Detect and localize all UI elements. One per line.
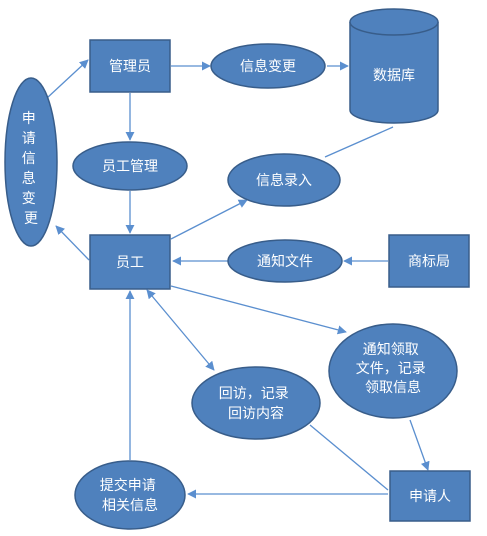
edges bbox=[46, 59, 430, 499]
notify-collect-line: 文件，记录 bbox=[356, 361, 426, 377]
node-staff-manage: 员工管理 bbox=[72, 141, 188, 191]
node-notify-file-label: 通知文件 bbox=[257, 253, 313, 270]
node-applicant-label: 申请人 bbox=[409, 489, 451, 505]
apply-change-line: 请 bbox=[22, 131, 36, 147]
apply-change-line: 申 bbox=[22, 111, 36, 127]
node-staff: 员工 bbox=[89, 234, 171, 290]
node-submit-apply-label: 提交申请 相关信息 bbox=[100, 477, 160, 514]
node-staff-manage-label: 员工管理 bbox=[102, 159, 158, 175]
node-info-entry-label: 信息录入 bbox=[256, 172, 312, 189]
submit-apply-line: 相关信息 bbox=[102, 497, 158, 514]
edge-info-entry-to-database bbox=[324, 126, 394, 158]
node-info-change-label: 信息变更 bbox=[240, 58, 296, 75]
submit-apply-line: 提交申请 bbox=[100, 477, 156, 494]
node-staff-label: 员工 bbox=[116, 255, 144, 271]
node-admin: 管理员 bbox=[89, 39, 171, 93]
node-notify-collect-label: 通知领取 文件，记录 领取信息 bbox=[356, 341, 430, 396]
node-info-change: 信息变更 bbox=[210, 43, 326, 89]
apply-change-line: 变 bbox=[22, 191, 36, 207]
node-visit-record: 回访，记录 回访内容 bbox=[191, 366, 321, 440]
node-trademark-bureau-label: 商标局 bbox=[408, 254, 450, 270]
edge-notify-collect-to-applicant bbox=[409, 419, 430, 471]
node-visit-record-label: 回访，记录 回访内容 bbox=[219, 386, 293, 422]
apply-change-line: 更 bbox=[24, 211, 38, 227]
node-info-entry: 信息录入 bbox=[227, 153, 341, 207]
visit-record-line: 回访，记录 bbox=[219, 386, 289, 402]
apply-change-line: 信 bbox=[22, 151, 36, 167]
notify-collect-line: 通知领取 bbox=[363, 341, 419, 358]
node-apply-change-label: 申 请 信 息 变 更 bbox=[22, 111, 40, 227]
node-submit-apply: 提交申请 相关信息 bbox=[74, 460, 186, 530]
node-applicant: 申请人 bbox=[389, 470, 471, 522]
node-notify-file: 通知文件 bbox=[227, 239, 343, 283]
node-trademark-bureau: 商标局 bbox=[388, 234, 470, 288]
edge-apply-change-to-admin bbox=[46, 59, 89, 99]
edge-staff-to-info-entry bbox=[170, 199, 248, 240]
node-apply-change: 申 请 信 息 变 更 bbox=[4, 77, 58, 247]
node-admin-label: 管理员 bbox=[109, 59, 151, 75]
edge-staff-visit-record bbox=[146, 289, 215, 371]
notify-collect-line: 领取信息 bbox=[365, 379, 421, 396]
apply-change-line: 息 bbox=[22, 170, 36, 187]
visit-record-line: 回访内容 bbox=[228, 405, 284, 422]
node-database-label: 数据库 bbox=[373, 68, 415, 84]
edge-staff-to-notify-collect bbox=[170, 285, 347, 335]
node-database: 数据库 bbox=[349, 8, 439, 124]
node-notify-collect: 通知领取 文件，记录 领取信息 bbox=[328, 323, 458, 419]
edge-staff-to-apply-change bbox=[55, 225, 90, 261]
edge-visit-record-to-applicant bbox=[309, 424, 389, 491]
